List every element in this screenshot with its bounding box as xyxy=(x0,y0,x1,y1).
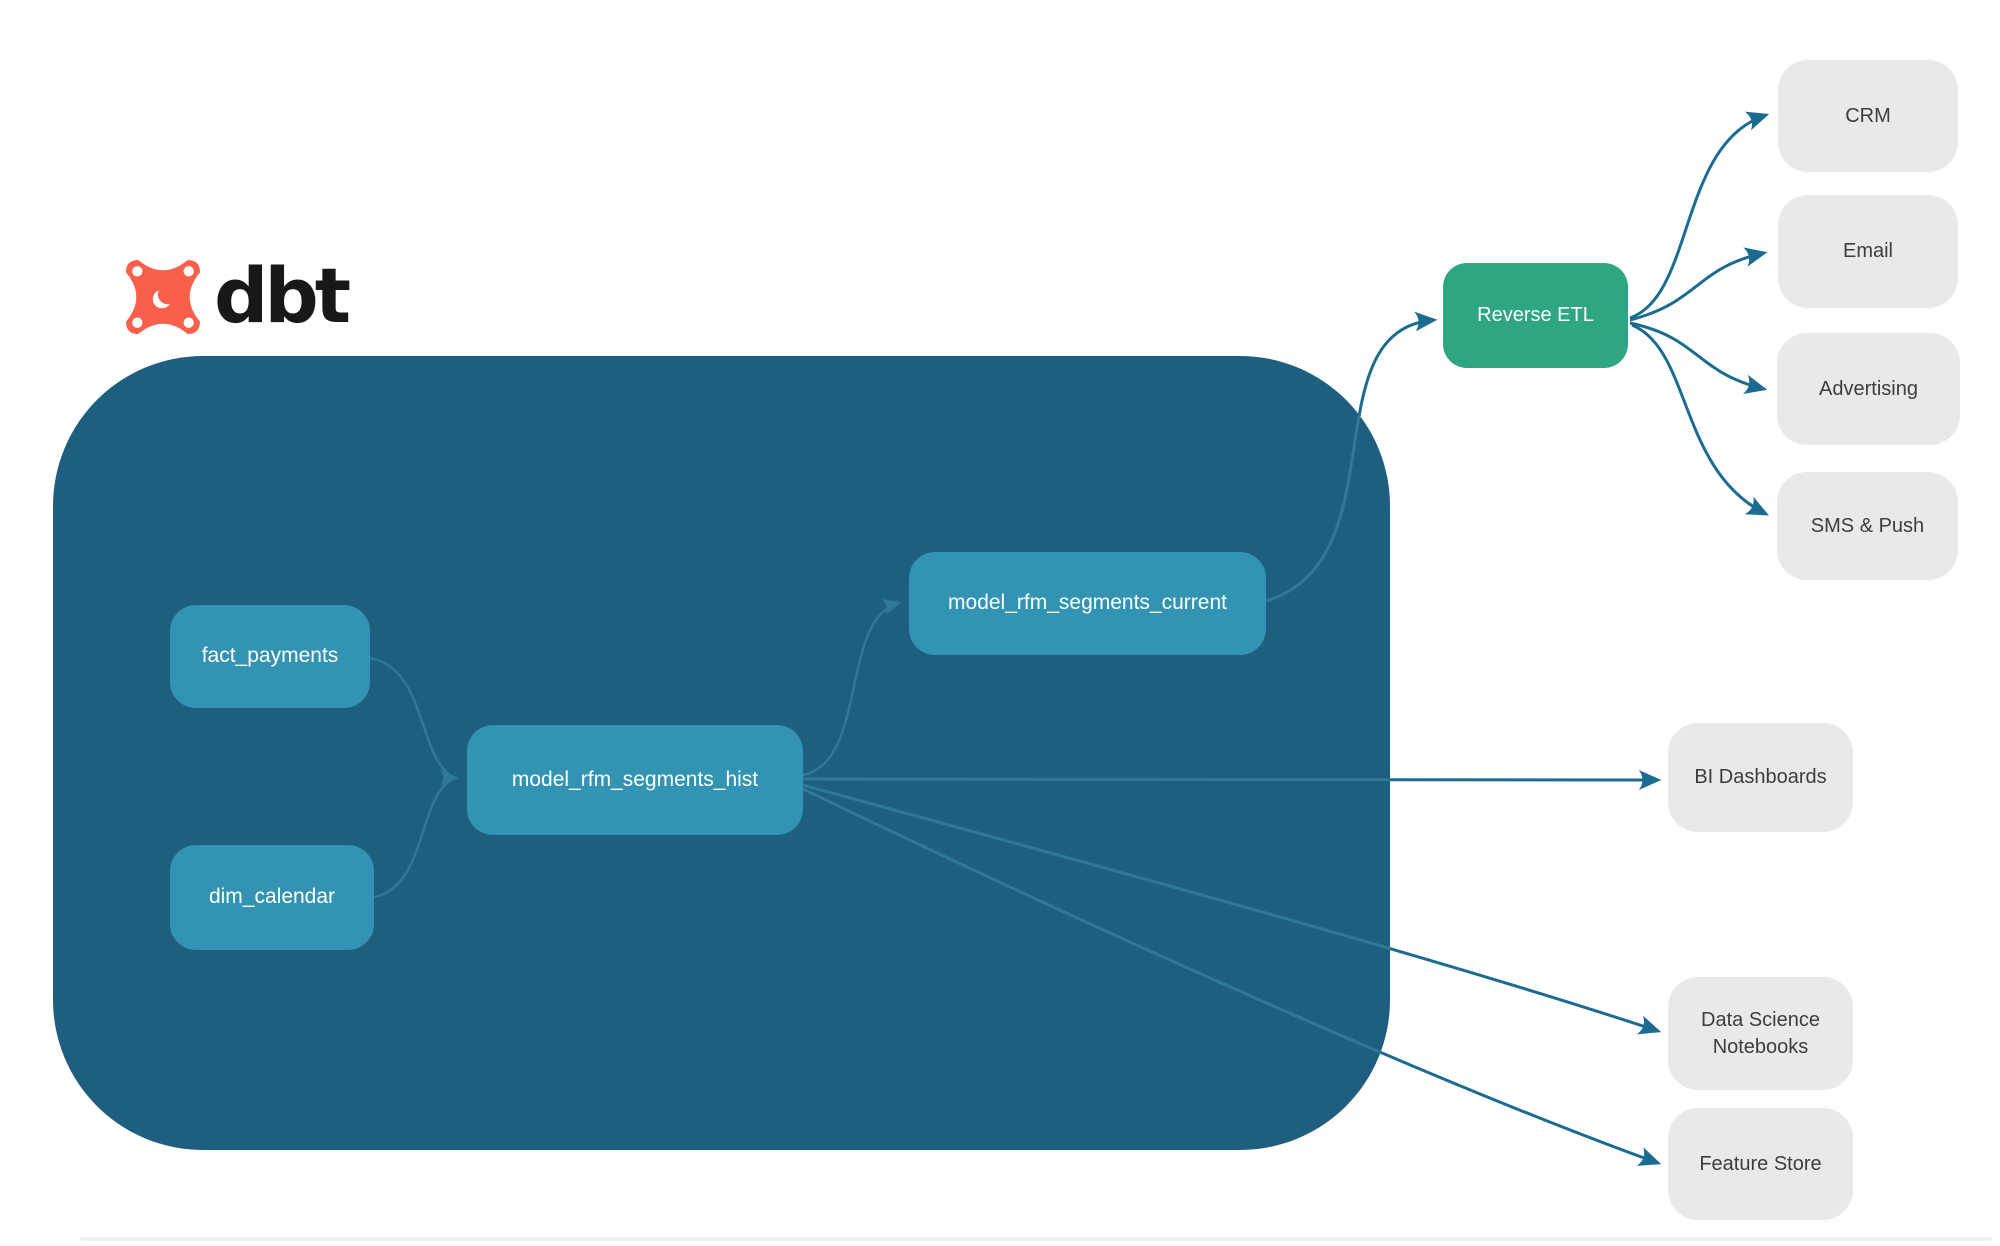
node-data-science-notebooks-label: Data Science Notebooks xyxy=(1701,1008,1820,1058)
node-dim-calendar-label: dim_calendar xyxy=(208,885,336,909)
dbt-logo-text: dbt xyxy=(214,251,351,340)
node-bi-dashboards-label: BI Dashboards xyxy=(1694,766,1827,788)
node-model-rfm-segments-current-label: model_rfm_segments_current xyxy=(948,591,1227,615)
node-crm: CRM xyxy=(1778,60,1958,172)
node-fact-payments-label: fact_payments xyxy=(201,644,339,668)
node-data-science-notebooks: Data Science Notebooks xyxy=(1668,977,1853,1090)
node-email: Email xyxy=(1778,195,1958,308)
node-sms-push-label: SMS & Push xyxy=(1810,514,1925,537)
dbt-logo: dbt xyxy=(126,251,351,340)
node-advertising: Advertising xyxy=(1777,333,1960,445)
node-feature-store-label: Feature Store xyxy=(1699,1152,1822,1175)
dbt-logo-icon xyxy=(126,259,200,339)
node-dim-calendar: dim_calendar xyxy=(170,845,374,950)
node-fact-payments: fact_payments xyxy=(170,605,370,708)
edge-reverse-etl-to-crm xyxy=(1629,111,1770,320)
node-reverse-etl-label: Reverse ETL xyxy=(1477,304,1594,326)
node-advertising-label: Advertising xyxy=(1819,377,1918,400)
node-model-rfm-segments-hist: model_rfm_segments_hist xyxy=(467,725,803,835)
node-sms-push: SMS & Push xyxy=(1777,472,1958,580)
node-model-rfm-segments-current: model_rfm_segments_current xyxy=(909,552,1266,655)
node-bi-dashboards: BI Dashboards xyxy=(1668,723,1853,832)
edge-reverse-etl-to-advertising xyxy=(1629,321,1768,395)
bottom-card-edge xyxy=(80,1237,1992,1241)
node-crm-label: CRM xyxy=(1845,104,1891,127)
node-feature-store: Feature Store xyxy=(1668,1108,1853,1220)
node-email-label: Email xyxy=(1842,240,1893,262)
edge-reverse-etl-to-sms-push xyxy=(1631,323,1770,516)
node-reverse-etl: Reverse ETL xyxy=(1443,263,1628,368)
node-model-rfm-segments-hist-label: model_rfm_segments_hist xyxy=(511,767,759,791)
edge-reverse-etl-to-email xyxy=(1629,247,1768,322)
